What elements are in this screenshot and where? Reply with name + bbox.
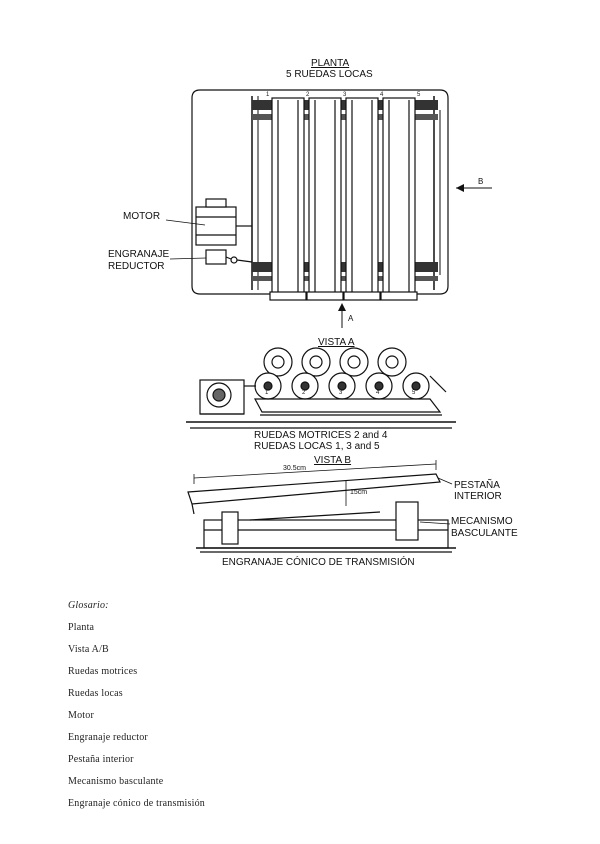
vista-a-wheel-3: 3	[339, 390, 343, 396]
glossary-item: Engranaje reductor	[68, 732, 148, 743]
vista-a-caption-line1: RUEDAS MOTRICES 2 and 4	[254, 430, 388, 441]
upper-wheel-2	[301, 347, 331, 377]
motor-block	[195, 206, 237, 246]
reductor-label-line1: ENGRANAJE	[108, 249, 170, 260]
roller-1	[271, 97, 305, 295]
vista-a-wheel-4: 4	[376, 390, 380, 396]
glossary-item: Motor	[68, 710, 94, 721]
vista-a-wheel-1: 1	[265, 390, 269, 396]
roller-3	[345, 97, 379, 295]
arrow-b-label: B	[478, 177, 484, 186]
mecanismo-label-line2: BASCULANTE	[451, 528, 518, 539]
roller-2	[308, 97, 342, 295]
tilted-table	[187, 473, 441, 505]
glossary-item: Ruedas motrices	[68, 666, 138, 677]
motor-label: MOTOR	[123, 211, 161, 222]
glossary-item: Mecanismo basculante	[68, 776, 164, 787]
vista-a-wheel-5: 5	[412, 390, 416, 396]
planta-wheel-5: 5	[417, 92, 421, 98]
glossary-item: Ruedas locas	[68, 688, 123, 699]
reductor-label-line2: REDUCTOR	[108, 261, 165, 272]
arrow-a-label: A	[348, 314, 354, 323]
upper-wheel-3	[339, 347, 369, 377]
glossary-item: Pestaña interior	[68, 754, 134, 765]
upper-wheel-4	[377, 347, 407, 377]
bottom-caption: ENGRANAJE CÓNICO DE TRANSMISIÓN	[222, 557, 415, 568]
pestana-label-line1: PESTAÑA	[454, 480, 500, 491]
roller-4	[382, 97, 416, 295]
vista-a-wheel-2: 2	[302, 390, 306, 396]
planta-frame	[191, 89, 449, 295]
upper-wheel-1	[263, 347, 293, 377]
vista-b-dim-top: 30.5cm	[283, 465, 306, 472]
planta-wheel-3: 3	[343, 92, 347, 98]
pestana-label-line2: INTERIOR	[454, 491, 502, 502]
vista-b-dim-side: 15cm	[350, 489, 368, 496]
vista-a-caption-line2: RUEDAS LOCAS 1, 3 and 5	[254, 441, 380, 452]
vista-b-title: VISTA B	[314, 455, 352, 466]
glossary-heading: Glosario:	[68, 600, 109, 611]
planta-wheel-1: 1	[266, 92, 270, 98]
glossary-item: Vista A/B	[68, 644, 109, 655]
mecanismo-label-line1: MECANISMO	[451, 516, 513, 527]
planta-title: PLANTA	[311, 58, 350, 69]
glossary-item: Planta	[68, 622, 95, 633]
glossary-item: Engranaje cónico de transmisión	[68, 798, 205, 809]
planta-subtitle: 5 RUEDAS LOCAS	[286, 69, 373, 80]
vista-a-title: VISTA A	[318, 337, 355, 348]
planta-wheel-2: 2	[306, 92, 310, 98]
planta-wheel-4: 4	[380, 92, 384, 98]
